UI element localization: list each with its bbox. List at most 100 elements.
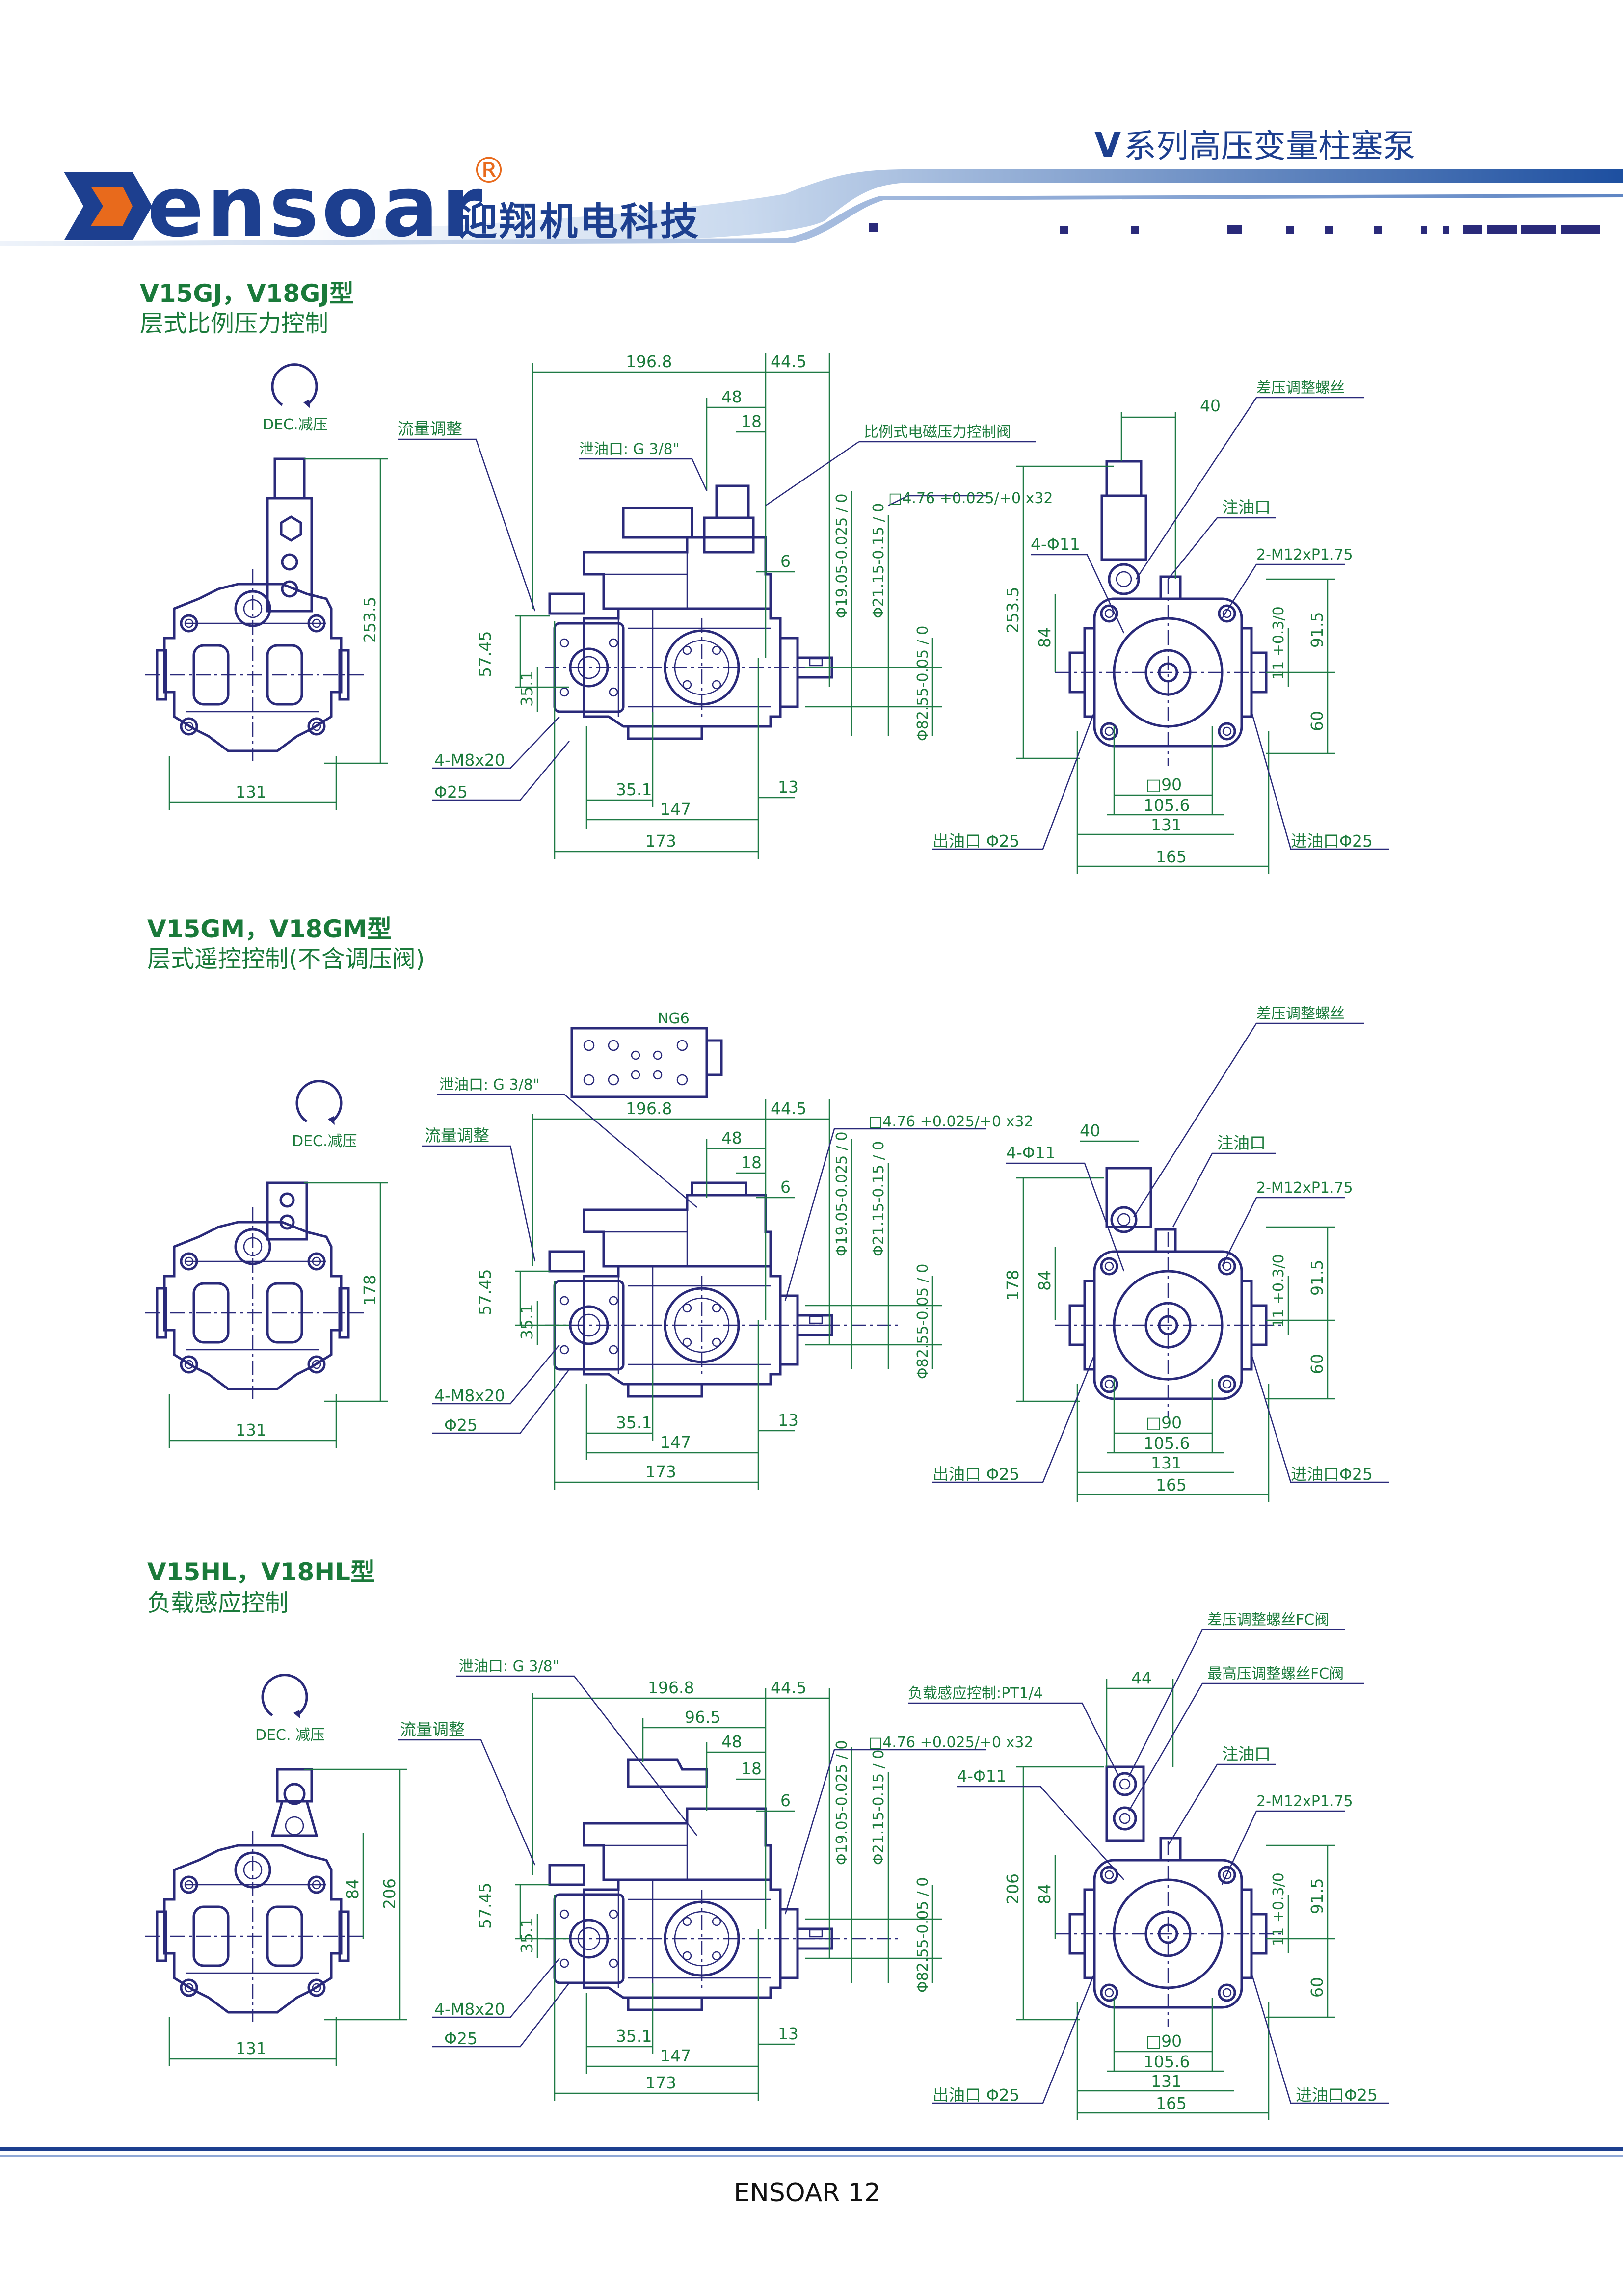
dim-253-5: 253.5 (360, 597, 379, 643)
dim-48: 48 (721, 1128, 742, 1148)
inlet-label: 进油口Φ25 (1291, 1465, 1373, 1484)
section-hl: V15HL，V18HL型 负载感应控制 DEC. 减压 131 206 84 (145, 1558, 1389, 2120)
dim-40: 40 (1080, 1121, 1100, 1140)
company-name: 迎翔机电科技 (459, 200, 700, 244)
dim-173: 173 (645, 1462, 676, 1481)
holes-label: 4-Φ11 (1031, 534, 1080, 554)
front-view-dims: 40 253.5 84 91.5 60 11 +0.3/0 □90 105.6 … (932, 379, 1389, 874)
flow-adjust-label: 流量调整 (400, 1720, 465, 1739)
dim-206-front: 206 (1003, 1873, 1022, 1904)
dim-84-left: 84 (343, 1879, 362, 1899)
dim-196-8: 196.8 (626, 1099, 672, 1118)
dim-35-1: 35.1 (517, 1918, 536, 1953)
rotation-arrow-icon (297, 1081, 341, 1125)
dim-60: 60 (1307, 1354, 1327, 1374)
dim-35-1-bottom: 35.1 (616, 2027, 652, 2046)
pilot-dia: Φ82.55-0.05 / 0 (914, 1264, 931, 1379)
dim-13: 13 (778, 777, 798, 797)
dim-147: 147 (660, 2046, 691, 2065)
max-pressure-screw-label: 最高压调整螺丝FC阀 (1207, 1665, 1344, 1682)
m12-label: 2-M12xP1.75 (1256, 1793, 1353, 1810)
dim-11-tol: 11 +0.3/0 (1270, 1254, 1287, 1328)
dim-131-front: 131 (1151, 1453, 1182, 1472)
dim-90: □90 (1146, 1413, 1182, 1432)
dim-18: 18 (741, 1759, 762, 1778)
key-label: □4.76 +0.025/+0 x32 (888, 490, 1053, 507)
dim-131-front: 131 (1151, 2072, 1182, 2091)
series-title: 系列高压变量柱塞泵 (1124, 127, 1415, 165)
dim-84: 84 (1035, 1884, 1054, 1904)
front-view (1055, 460, 1281, 766)
dim-196-8: 196.8 (648, 1678, 694, 1697)
dim-6: 6 (780, 1177, 791, 1197)
shaft-dia-1: Φ19.05-0.025 / 0 (833, 1132, 851, 1256)
dim-84: 84 (1035, 627, 1054, 648)
dim-90: □90 (1146, 2031, 1182, 2051)
shaft-dia-1: Φ19.05-0.025 / 0 (833, 1740, 851, 1865)
dim-165: 165 (1156, 1475, 1187, 1495)
dim-44-5: 44.5 (771, 1678, 806, 1697)
page-header: ensoar ® 迎翔机电科技 V 系列高压变量柱塞泵 (0, 125, 1623, 256)
holes-label: 4-Φ11 (1006, 1143, 1056, 1162)
flow-adjust-label: 流量调整 (425, 1126, 489, 1145)
dim-40: 40 (1200, 396, 1221, 415)
footer-page-label: ENSOAR 12 (734, 2178, 880, 2208)
bolts-label: 4-M8x20 (434, 1386, 505, 1405)
bolts-label: 4-M8x20 (434, 750, 505, 770)
holes-label: 4-Φ11 (957, 1766, 1007, 1786)
m12-label: 2-M12xP1.75 (1256, 1179, 1353, 1197)
rotation-label: DEC.减压 (292, 1133, 357, 1150)
dim-206: 206 (380, 1878, 399, 1909)
left-view-dims: 131 253.5 (168, 458, 388, 810)
left-view (145, 1768, 366, 2022)
diff-screw-label: 差压调整螺丝 (1256, 379, 1345, 397)
side-view-dims: 196.8 44.5 48 18 6 173 147 35.1 13 (398, 352, 1053, 859)
section-description: 负载感应控制 (147, 1589, 289, 1617)
dim-35-1-bottom: 35.1 (616, 1413, 652, 1432)
section-gj: V15GJ，V18GJ型 层式比例压力控制 DEC.减压 131 253.5 (140, 279, 1389, 874)
inlet-label: 进油口Φ25 (1291, 831, 1373, 851)
side-view-dims: 196.8 44.5 48 18 6 173 147 35.1 13 (422, 1076, 1034, 1490)
front-view-dims: 40 178 84 91.5 60 11 +0.3/0 □90 105.6 13… (932, 1005, 1389, 1502)
inlet-label: 进油口Φ25 (1296, 2085, 1378, 2105)
header-dot-strip (869, 223, 1600, 234)
dim-131-front: 131 (1151, 815, 1182, 834)
dim-11-tol: 11 +0.3/0 (1270, 606, 1287, 680)
brand-wordmark: ensoar (147, 159, 485, 256)
dim-57-45: 57.45 (476, 631, 495, 677)
page-footer: ENSOAR 12 (0, 2147, 1623, 2208)
front-view-dims: 44 206 84 91.5 60 11 +0.3/0 □90 105.6 13… (908, 1611, 1389, 2120)
dim-44-5: 44.5 (771, 1099, 806, 1118)
ng6-label: NG6 (658, 1010, 690, 1027)
dim-91-5: 91.5 (1307, 1260, 1327, 1296)
dim-165: 165 (1156, 847, 1187, 866)
flow-adjust-label: 流量调整 (398, 419, 462, 438)
dim-173: 173 (645, 2073, 676, 2092)
side-view (545, 484, 898, 739)
dim-13: 13 (778, 2024, 798, 2043)
section-model: V15GM，V18GM型 (147, 915, 392, 943)
dim-165: 165 (1156, 2094, 1187, 2113)
drain-port-label: 泄油口: G 3/8" (459, 1658, 559, 1675)
left-view-dims: 131 206 84 (168, 1768, 407, 2066)
dim-173: 173 (645, 831, 676, 851)
dim-105-6: 105.6 (1144, 2052, 1190, 2071)
dim-131: 131 (236, 782, 266, 801)
key-label: □4.76 +0.025/+0 x32 (869, 1734, 1034, 1751)
dim-253-5-front: 253.5 (1003, 587, 1022, 633)
dim-35-1: 35.1 (517, 671, 536, 707)
bolts-label: 4-M8x20 (434, 2000, 505, 2019)
outlet-label: 出油口 Φ25 (932, 831, 1019, 851)
dim-35-1: 35.1 (517, 1304, 536, 1340)
left-view-dims: 131 178 (168, 1182, 388, 1448)
phi25-label: Φ25 (434, 782, 468, 801)
dim-60: 60 (1307, 711, 1327, 731)
front-view (1055, 1167, 1281, 1418)
pilot-dia: Φ82.55-0.05 / 0 (914, 1877, 931, 1993)
dim-48: 48 (721, 387, 742, 406)
dim-18: 18 (741, 1153, 762, 1172)
outlet-label: 出油口 Φ25 (932, 2085, 1019, 2105)
key-label: □4.76 +0.025/+0 x32 (869, 1113, 1034, 1130)
registered-mark: ® (471, 150, 506, 191)
